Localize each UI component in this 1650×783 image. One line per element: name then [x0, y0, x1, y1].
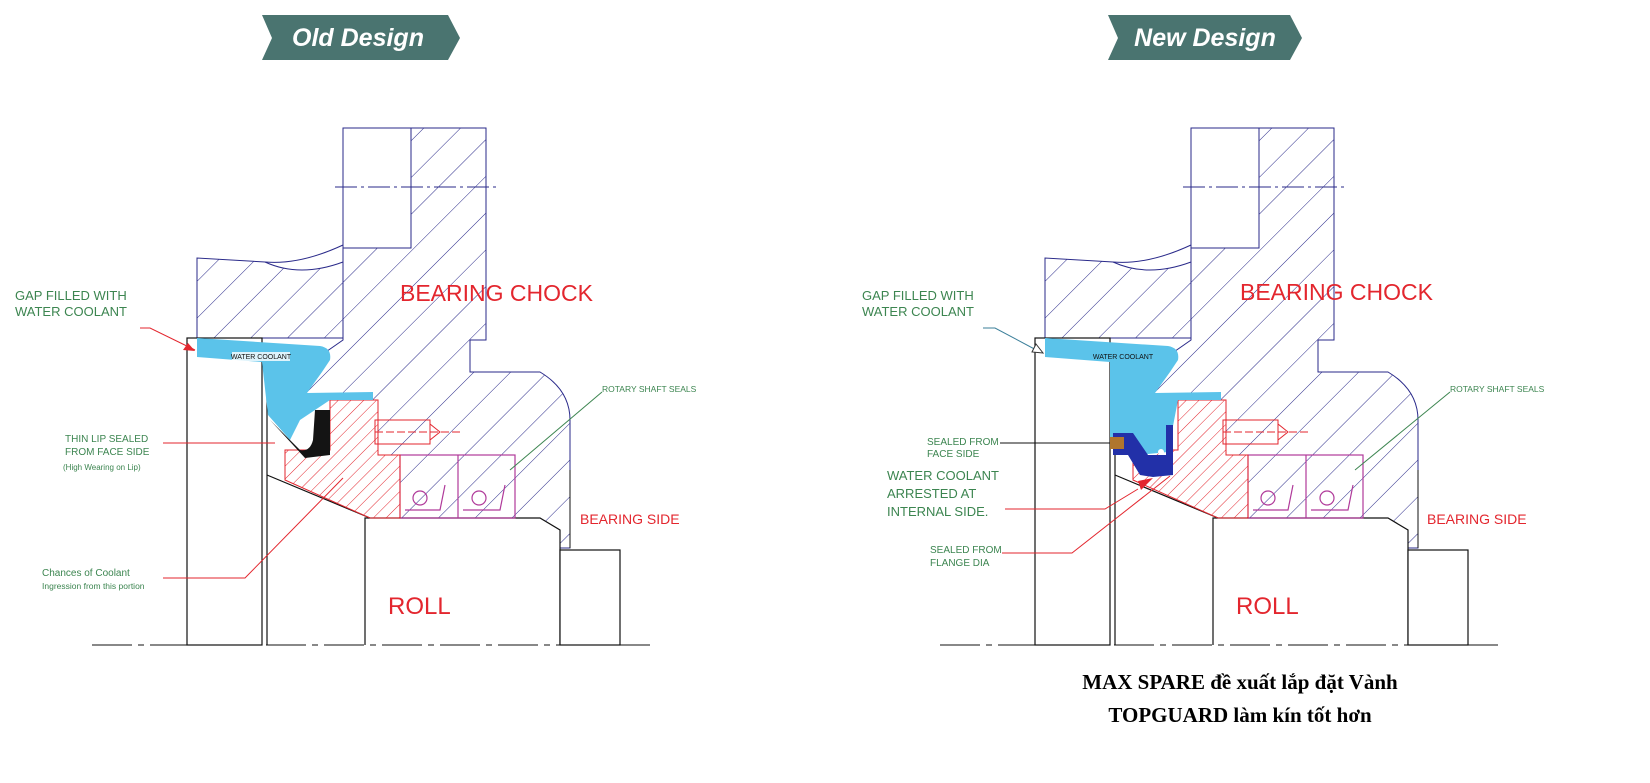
arrested-label: WATER COOLANT: [887, 468, 999, 483]
bearing-chock-label: BEARING CHOCK: [1240, 279, 1434, 305]
chances-label-line2: Ingression from this portion: [42, 581, 145, 591]
new-design: New Design WATER COOLANT BEARING CHOCK B…: [862, 15, 1545, 646]
gap-label-line2: WATER COOLANT: [862, 304, 974, 319]
caption-line-1: MAX SPARE đề xuất lắp đặt Vành: [1082, 670, 1398, 694]
old-design-banner: [262, 15, 460, 60]
arrested-label-line2: ARRESTED AT: [887, 486, 976, 501]
topguard-seal: [1113, 425, 1173, 477]
water-coolant-fill: [197, 338, 373, 440]
water-coolant-tag: WATER COOLANT: [1093, 354, 1154, 361]
face-seal-insert: [1110, 437, 1124, 449]
flange-label: SEALED FROM: [930, 545, 1002, 556]
gap-label: GAP FILLED WITH: [15, 288, 127, 303]
rotary-seals-label: ROTARY SHAFT SEALS: [602, 384, 697, 394]
water-coolant-tag: WATER COOLANT: [231, 354, 292, 361]
face-label: SEALED FROM: [927, 437, 999, 448]
water-coolant-fill: [1045, 338, 1221, 455]
roll-label: ROLL: [388, 593, 451, 620]
bearing-chock-label: BEARING CHOCK: [400, 280, 594, 306]
face-label-line2: FACE SIDE: [927, 449, 980, 460]
lip-label: THIN LIP SEALED: [65, 434, 148, 445]
new-design-title: New Design: [1134, 24, 1276, 52]
old-design: Old Design WATER COOLANT BEARING CHOCK B…: [15, 15, 697, 646]
gap-label: GAP FILLED WITH: [862, 288, 974, 303]
arrested-label-line3: INTERNAL SIDE.: [887, 504, 988, 519]
new-design-banner: [1108, 15, 1302, 60]
lip-label-line3: (High Wearing on Lip): [63, 463, 141, 472]
bearing-side-label: BEARING SIDE: [580, 511, 680, 527]
chances-label: Chances of Coolant: [42, 568, 130, 579]
lip-seal: [270, 410, 330, 458]
caption-line-2: TOPGUARD làm kín tốt hơn: [1108, 703, 1372, 727]
roll-label: ROLL: [1236, 593, 1299, 620]
lip-label-line2: FROM FACE SIDE: [65, 447, 150, 458]
old-design-title: Old Design: [292, 24, 424, 52]
seal-housing: [1132, 399, 1249, 519]
gap-label-line2: WATER COOLANT: [15, 304, 127, 319]
bearing-side-label: BEARING SIDE: [1427, 511, 1527, 527]
flange-label-line2: FLANGE DIA: [930, 558, 990, 569]
rotary-seals-label: ROTARY SHAFT SEALS: [1450, 384, 1545, 394]
